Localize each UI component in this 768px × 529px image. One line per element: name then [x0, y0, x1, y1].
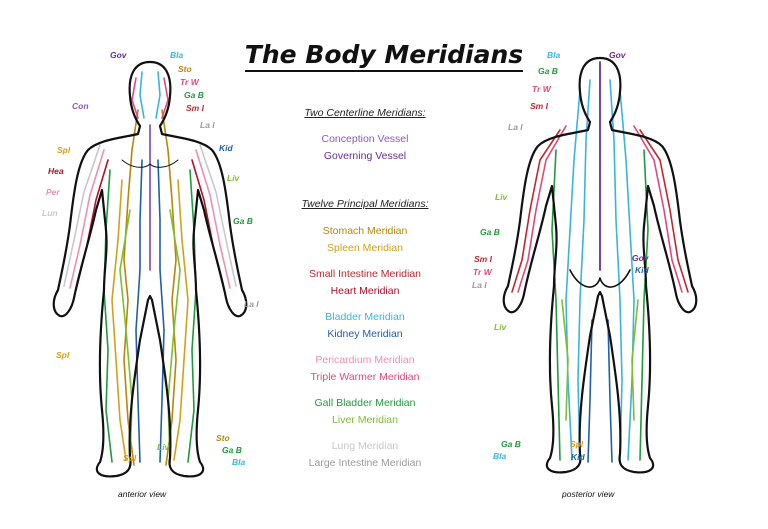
- back-triple-warmer-line: [517, 125, 567, 293]
- back-kidney-line-r: [607, 319, 613, 463]
- legend-heart: Heart Meridian: [330, 285, 400, 297]
- front-label-gov: Gov: [110, 50, 127, 60]
- centerline-heading: Two Centerline Meridians:: [304, 107, 426, 119]
- front-label-sto-bot: Sto: [216, 433, 230, 443]
- back-label-kid-mid: Kid: [635, 265, 649, 275]
- page-title: The Body Meridians: [0, 40, 768, 72]
- legend-gall-bladder: Gall Bladder Meridian: [314, 397, 416, 409]
- legend-small-intestine: Small Intestine Meridian: [308, 268, 422, 280]
- principal-heading: Twelve Principal Meridians:: [301, 198, 429, 210]
- back-outline: [502, 56, 698, 474]
- back-label-bla: Bla: [547, 50, 561, 60]
- legend-conception-vessel: Conception Vessel: [321, 133, 409, 145]
- front-kidney-line-r: [157, 159, 165, 463]
- back-bladder-outer-r: [619, 89, 635, 461]
- front-label-spl-low: Spl: [56, 350, 70, 360]
- front-lung-line: [63, 144, 101, 287]
- front-head-lines: [139, 71, 161, 119]
- front-label-trw: Tr W: [180, 77, 199, 87]
- front-label-gab-bot: Ga B: [222, 445, 242, 455]
- back-label-liv-low: Liv: [494, 322, 507, 332]
- back-small-intestine-line-r: [639, 129, 689, 293]
- back-triple-warmer-line-r: [633, 125, 683, 293]
- back-label-smi-top: Sm I: [530, 101, 548, 111]
- front-pericardium-line-r: [195, 149, 231, 289]
- front-label-bla: Bla: [170, 50, 184, 60]
- front-spleen-line-r: [173, 179, 189, 461]
- front-label-sto: Sto: [178, 64, 192, 74]
- front-gall-bladder-line: [103, 169, 113, 463]
- back-label-gab-mid: Ga B: [480, 227, 500, 237]
- front-label-per: Per: [46, 187, 60, 197]
- front-label-liv-top: Liv: [227, 173, 240, 183]
- front-label-gab-mid: Ga B: [233, 216, 253, 226]
- back-label-gab-top: Ga B: [538, 66, 558, 76]
- back-label-trw-top: Tr W: [532, 84, 551, 94]
- back-label-smi-low: Sm I: [474, 254, 492, 264]
- front-label-smi: Sm I: [186, 103, 204, 113]
- legend-spleen: Spleen Meridian: [327, 242, 403, 254]
- front-chest-detail: [121, 159, 179, 168]
- legend-bladder: Bladder Meridian: [325, 311, 405, 323]
- front-outline: [52, 60, 248, 478]
- front-label-bla-bot: Bla: [232, 457, 246, 467]
- back-label-liv-top: Liv: [495, 192, 508, 202]
- front-label-liv-bot: Liv: [157, 442, 170, 452]
- back-label-gov-low: Gov: [632, 253, 649, 263]
- front-stomach-line: [123, 109, 139, 466]
- back-liver-line-r: [631, 299, 639, 421]
- back-bladder-line-r: [609, 79, 623, 463]
- front-stomach-line-r: [161, 109, 177, 466]
- posterior-caption: posterior view: [562, 489, 615, 499]
- front-head-lines-2: [131, 77, 169, 119]
- back-liver-line: [561, 299, 569, 421]
- back-label-lai-top: La I: [508, 122, 523, 132]
- legend-large-intestine: Large Intestine Meridian: [308, 457, 422, 469]
- front-pericardium-line: [69, 149, 105, 289]
- front-label-lai-low: La I: [244, 299, 259, 309]
- back-bladder-line: [577, 79, 591, 463]
- front-figure: [52, 60, 248, 478]
- back-label-trw-low: Tr W: [473, 267, 492, 277]
- legend-stomach: Stomach Meridian: [322, 225, 408, 237]
- front-kidney-line: [135, 159, 143, 463]
- title-text: The Body Meridians: [244, 40, 524, 72]
- front-label-spl-bot: Spl: [123, 453, 137, 463]
- back-label-gab-bot: Ga B: [501, 439, 521, 449]
- legend-liver: Liver Meridian: [332, 414, 398, 426]
- front-label-lai-top: La I: [200, 120, 215, 130]
- legend-triple-warmer: Triple Warmer Meridian: [310, 371, 420, 383]
- front-spleen-line: [111, 179, 127, 461]
- back-bladder-outer: [565, 89, 581, 461]
- front-label-spl-top: Spl: [57, 145, 71, 155]
- back-label-gov: Gov: [609, 50, 626, 60]
- legend-lung: Lung Meridian: [331, 440, 399, 452]
- legend-kidney: Kidney Meridian: [327, 328, 403, 340]
- back-label-kid-bot: Kid: [571, 452, 585, 462]
- front-label-hea: Hea: [48, 166, 64, 176]
- front-lung-line-r: [199, 144, 237, 287]
- front-label-con: Con: [72, 101, 89, 111]
- front-label-gab-top: Ga B: [184, 90, 204, 100]
- front-label-kid: Kid: [219, 143, 233, 153]
- back-small-intestine-line: [511, 129, 561, 293]
- back-label-bla-bot: Bla: [493, 451, 507, 461]
- legend-governing-vessel: Governing Vessel: [323, 150, 407, 162]
- legend-pericardium: Pericardium Meridian: [315, 354, 415, 366]
- back-figure: [502, 56, 698, 474]
- back-buttock-detail: [569, 269, 631, 288]
- front-label-lun: Lun: [42, 208, 58, 218]
- back-kidney-line: [587, 319, 593, 463]
- back-label-spl-bot: Spl: [570, 439, 584, 449]
- back-label-lai-low: La I: [472, 280, 487, 290]
- anterior-caption: anterior view: [118, 489, 167, 499]
- front-gall-bladder-line-r: [187, 169, 197, 463]
